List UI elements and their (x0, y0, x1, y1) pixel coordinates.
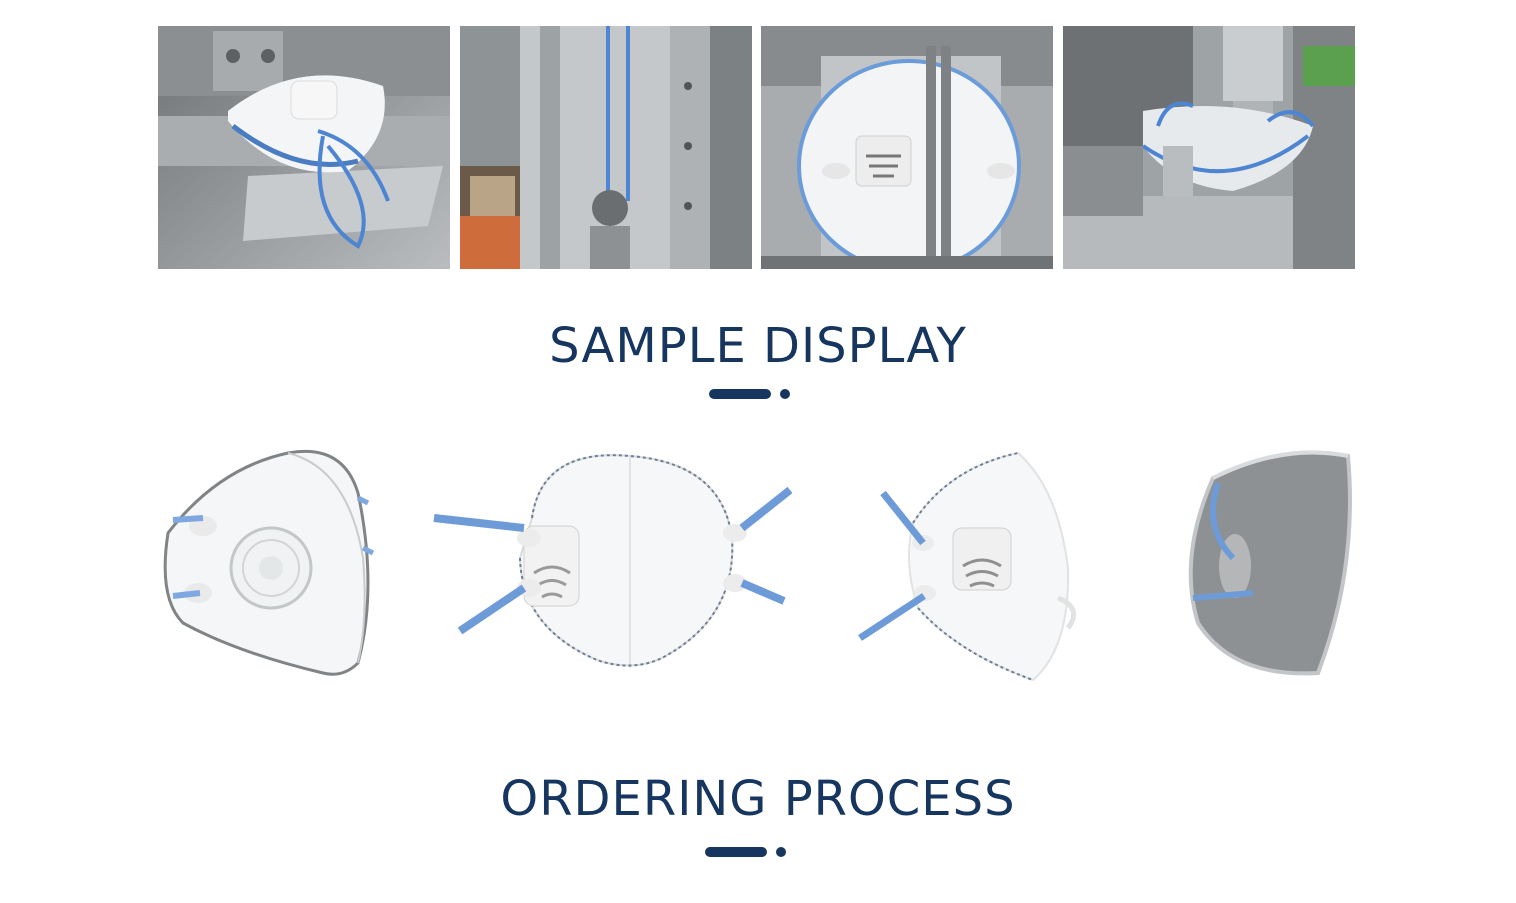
mask-in-welding-fixture-photo (761, 26, 1053, 269)
sample-display-title: SAMPLE DISPLAY (549, 318, 967, 374)
sample-display-divider (709, 389, 791, 399)
ear-loop-welding-station-photo (1063, 26, 1355, 269)
cup-mask-clear-valve (158, 448, 388, 680)
mask-valve-on-conveyor-photo (158, 26, 450, 269)
folded-mask-side-valve (858, 448, 1083, 686)
ordering-process-title: ORDERING PROCESS (500, 771, 1016, 827)
strap-guide-column-photo (460, 26, 752, 269)
activated-carbon-cup-mask (1183, 448, 1363, 680)
folded-mask-front-valve (432, 448, 792, 676)
ordering-process-divider (705, 847, 787, 857)
